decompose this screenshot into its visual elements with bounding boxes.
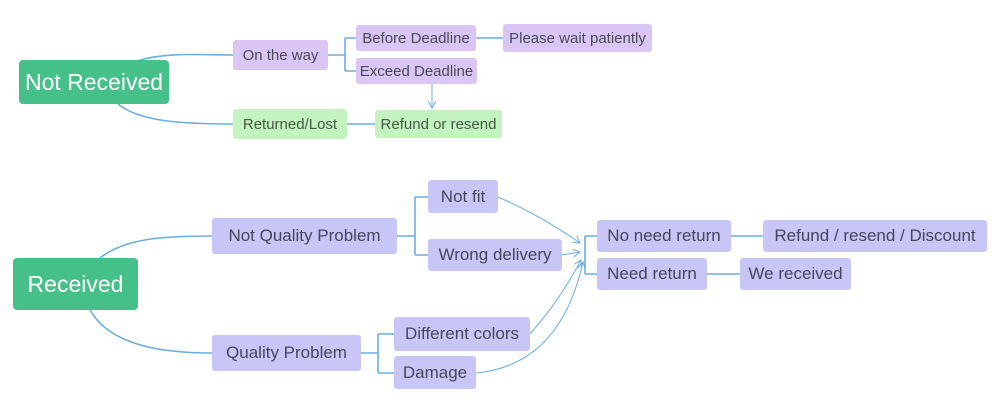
before-deadline-node: Before Deadline [356,25,476,51]
received-node: Received [13,258,138,310]
need-return-node: Need return [597,258,707,290]
line-nqp-bracket [397,196,428,256]
on-the-way-node: On the way [233,40,328,70]
not-fit-node: Not fit [428,180,498,213]
returned-lost-node: Returned/Lost [233,109,347,139]
refund-or-resend-node: Refund or resend [375,110,502,138]
please-wait-patiently-node: Please wait patiently [503,24,652,52]
not-quality-problem-node: Not Quality Problem [212,218,397,254]
exceed-deadline-node: Exceed Deadline [356,58,477,84]
different-colors-node: Different colors [394,317,530,351]
arrow-colors-to-result [529,260,581,335]
line-result-bracket [584,235,597,275]
refund-resend-discount-node: Refund / resend / Discount [763,220,987,252]
line-received-to-nqp [99,235,213,259]
line-received-to-qp [89,309,213,354]
not-received-node: Not Received [19,60,169,104]
arrow-notfit-to-result [497,196,580,243]
quality-problem-node: Quality Problem [212,335,361,371]
line-root-to-on-the-way [139,53,234,61]
line-onway-bracket [328,37,356,72]
no-need-return-node: No need return [597,220,731,252]
arrow-damage-to-result [475,262,583,374]
wrong-delivery-node: Wrong delivery [428,239,562,271]
we-received-node: We received [740,258,851,290]
line-root-to-returned-lost [117,103,234,125]
arrow-wrong-to-result [561,252,580,255]
line-qp-bracket [361,333,394,374]
damage-node: Damage [394,356,476,389]
